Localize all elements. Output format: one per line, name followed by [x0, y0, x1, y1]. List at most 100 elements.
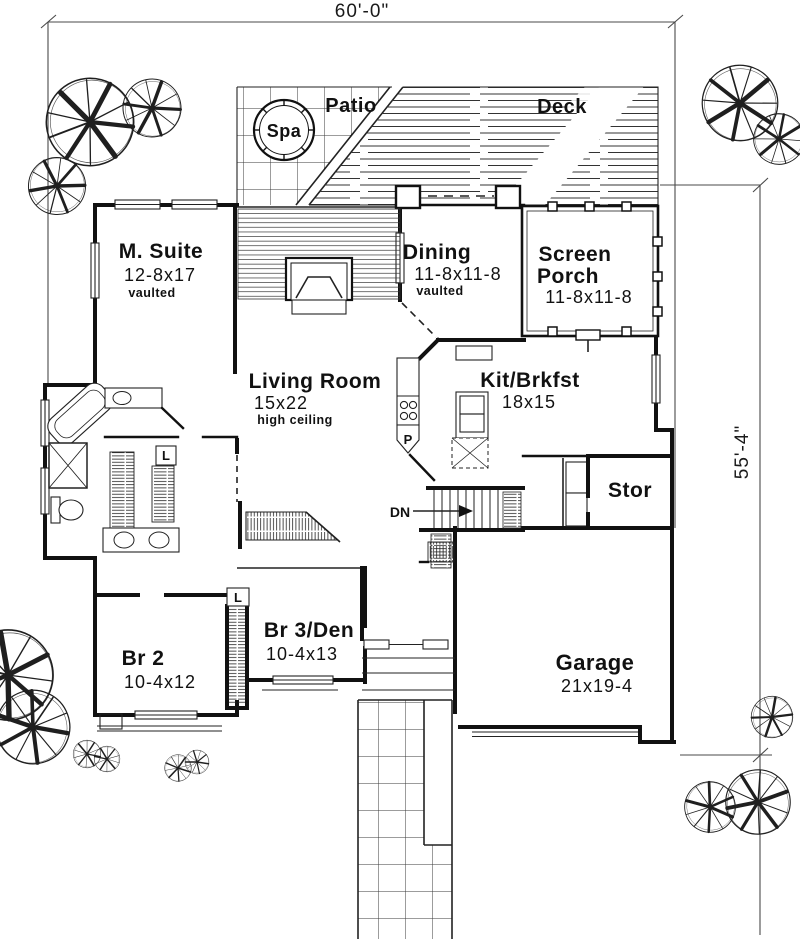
kitchen-counter-west: P: [396, 357, 436, 482]
room-kitchen: Kit/Brkfst 18x15 P: [396, 345, 590, 527]
tree-icon: [710, 754, 800, 850]
hearth-strip: [237, 208, 401, 315]
stor-walls: [586, 454, 672, 530]
kitchen-island: [451, 345, 493, 469]
window: [272, 675, 334, 685]
tree-icon: [744, 689, 800, 745]
room-br2: Br 2 10-4x12: [93, 593, 239, 692]
window: [171, 199, 218, 210]
stairs-down-label: DN: [390, 504, 410, 520]
dim-height-label: 55'-4": [732, 425, 753, 479]
br2-stoop-line: [97, 725, 222, 732]
front-walkway: [357, 699, 453, 939]
linen-closet: [155, 445, 177, 466]
living-note: high ceiling: [257, 413, 332, 427]
toilet: [50, 496, 84, 524]
bush-icon: [89, 741, 125, 777]
screen-porch-posts: [547, 201, 663, 337]
dining-opening-dashed: [401, 302, 437, 338]
living-label: Living Room: [249, 370, 382, 393]
room-stor: Stor: [586, 454, 672, 530]
wall-garage-top-left: [453, 526, 674, 714]
vanity-top: [104, 387, 185, 430]
deck-highlight: [498, 87, 658, 205]
tree-icon: [36, 68, 143, 175]
vanity-bottom: [102, 527, 180, 553]
dim-line-right: [660, 184, 772, 935]
window: [114, 199, 161, 210]
window: [90, 242, 100, 299]
stor-label: Stor: [608, 479, 652, 502]
br2-planter: [99, 713, 123, 730]
fireplace-hearth: [291, 299, 347, 315]
screen-porch-size: 11-8x11-8: [545, 287, 632, 307]
stair-landing-hatch: [502, 491, 522, 529]
mud-closet: [562, 458, 588, 527]
bush-icon: [68, 735, 106, 773]
island-base-dashed: [451, 437, 489, 469]
bedroom-closet-strip: L: [225, 587, 250, 710]
br2-size: 10-4x12: [124, 672, 196, 692]
window: [651, 354, 661, 404]
garage-label: Garage: [556, 650, 635, 675]
spa-ticks: [254, 100, 314, 160]
wall-dining-bottom: [417, 337, 526, 361]
hall-stub-walls: [235, 438, 242, 549]
walkway-cutout: [424, 700, 452, 845]
stair-treads: [433, 490, 499, 528]
br3-label: Br 3/Den: [264, 619, 354, 642]
closet-strip-hatch: [229, 608, 245, 704]
bath-diagonal-wall: [160, 406, 185, 430]
dining-size: 11-8x11-8: [414, 264, 501, 284]
tree-icon: [116, 72, 188, 144]
coat-closet: [245, 511, 341, 543]
walk-in-closet: L: [109, 445, 177, 531]
garage-size: 21x19-4: [561, 676, 633, 696]
window: [134, 710, 198, 720]
tree-icon: [0, 680, 80, 774]
fireplace-firebox: [295, 276, 343, 299]
pantry-label: P: [404, 432, 413, 447]
porch-steps: [362, 657, 455, 691]
kitchen-size: 18x15: [502, 392, 556, 412]
patio-label: Patio: [325, 95, 376, 117]
kitchen-diagonal-wall: [408, 453, 436, 482]
master-bath: L: [47, 382, 239, 553]
deck-area: Deck: [309, 86, 659, 206]
screen-porch-door: [575, 329, 601, 352]
kitchen-label: Kit/Brkfst: [480, 369, 580, 392]
closet-strip-walls: [225, 604, 249, 710]
garage-door: [472, 731, 638, 738]
coat-closet-diagonal: [305, 511, 341, 543]
deck-label-backing: [560, 87, 640, 112]
stair-walls: [419, 486, 525, 532]
room-living: Living Room 15x22 high ceiling: [235, 370, 382, 569]
wall-garage-bottom: [458, 725, 676, 744]
br3-size: 10-4x13: [266, 644, 338, 664]
room-dining: Dining 11-8x11-8 vaulted: [401, 241, 501, 338]
living-size: 15x22: [254, 393, 308, 413]
bush-icon: [162, 752, 194, 784]
patio-edge: [236, 86, 392, 205]
bush-icon: [179, 744, 215, 780]
room-br3: Br 3/Den 10-4x13: [264, 619, 354, 664]
entry-closet-hatch: [427, 541, 455, 563]
fireplace-inner: [290, 262, 348, 301]
m-suite-label: M. Suite: [119, 240, 204, 263]
linen-label: L: [234, 590, 242, 605]
screen-porch-label1: Screen: [538, 243, 611, 266]
room-garage: Garage 21x19-4: [556, 650, 635, 696]
stairs-down-arrow-icon: [459, 505, 473, 517]
dim-ticks-top: [40, 14, 684, 29]
walkway-edges: [357, 699, 453, 939]
dining-note: vaulted: [416, 284, 463, 298]
linen-label: L: [162, 448, 170, 463]
room-screen-porch: Screen Porch 11-8x11-8: [520, 201, 663, 352]
m-suite-size: 12-8x17: [124, 265, 196, 285]
m-suite-note: vaulted: [128, 286, 175, 300]
deck-post: [494, 184, 522, 210]
front-door: [363, 639, 449, 650]
deck-label: Deck: [537, 96, 587, 118]
